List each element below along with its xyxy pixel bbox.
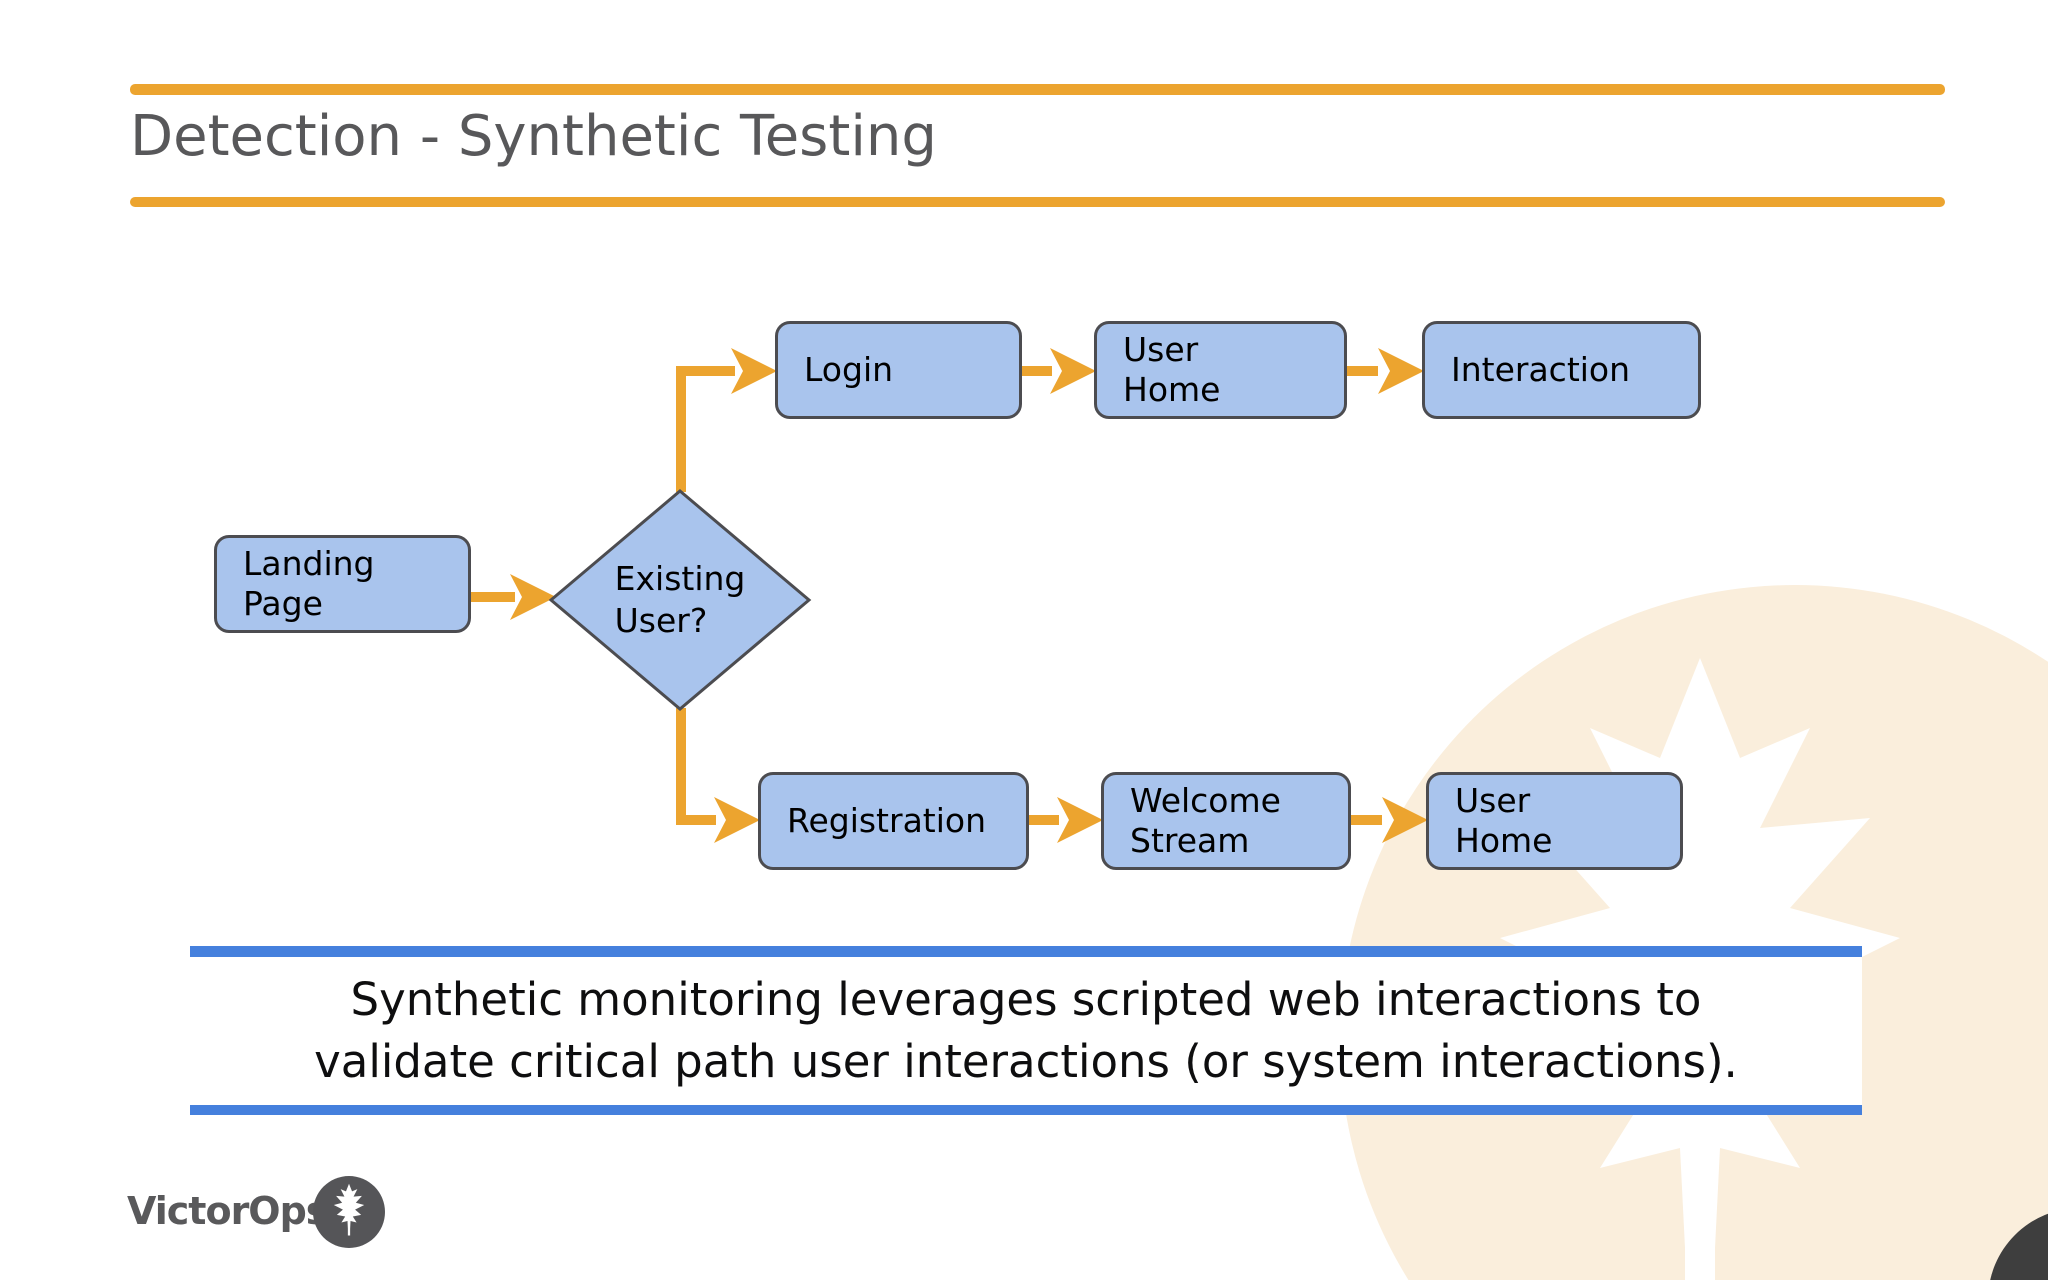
arrowhead-icon xyxy=(1382,797,1428,843)
node-label: Landing xyxy=(243,544,375,583)
flow-node-welcome-stream: Welcome Stream xyxy=(1101,772,1351,870)
callout-panel: Synthetic monitoring leverages scripted … xyxy=(190,946,1862,1115)
flow-connector-lines xyxy=(471,366,1382,825)
node-label: Existing xyxy=(614,559,746,598)
node-label: Home xyxy=(1123,370,1221,409)
flow-arrowheads xyxy=(510,348,1428,843)
arrowhead-icon xyxy=(731,348,777,394)
node-label: Registration xyxy=(787,801,986,840)
flow-node-existing-user-diamond xyxy=(548,489,812,711)
node-label: Login xyxy=(804,350,894,389)
corner-circle xyxy=(1990,1213,2048,1280)
flow-node-login: Login xyxy=(775,321,1022,419)
title-top-rule xyxy=(130,84,1945,95)
node-label: Stream xyxy=(1130,821,1250,860)
node-label: Page xyxy=(243,584,323,623)
callout-text-line1: Synthetic monitoring leverages scripted … xyxy=(350,973,1702,1026)
title-bottom-rule xyxy=(130,197,1945,207)
node-label: Interaction xyxy=(1451,350,1631,389)
arrowhead-icon xyxy=(510,574,556,620)
flow-node-user-home-top: User Home xyxy=(1094,321,1347,419)
arrowhead-icon xyxy=(1050,348,1096,394)
callout-text-line2: validate critical path user interactions… xyxy=(314,1035,1738,1088)
edge-diamond-to-registration xyxy=(676,708,716,825)
arrowhead-icon xyxy=(714,797,760,843)
victorops-logo xyxy=(313,1176,385,1248)
node-label: User xyxy=(1123,330,1199,369)
oak-leaf-icon xyxy=(333,1183,365,1236)
arrowhead-icon xyxy=(1378,348,1424,394)
arrowhead-icon xyxy=(1057,797,1103,843)
flow-node-registration: Registration xyxy=(758,772,1029,870)
flow-node-user-home-bottom: User Home xyxy=(1426,772,1683,870)
flow-node-existing-user-label: Existing User? xyxy=(553,544,807,656)
victorops-wordmark: VictorOps xyxy=(127,1189,328,1233)
flow-node-landing-page: Landing Page xyxy=(214,535,471,633)
node-label: User? xyxy=(614,601,708,640)
node-label: Home xyxy=(1455,821,1553,860)
node-label: Welcome xyxy=(1130,781,1281,820)
edge-diamond-to-login xyxy=(676,366,735,492)
page-title: Detection - Synthetic Testing xyxy=(130,104,937,169)
node-label: User xyxy=(1455,781,1531,820)
flow-node-interaction: Interaction xyxy=(1422,321,1701,419)
